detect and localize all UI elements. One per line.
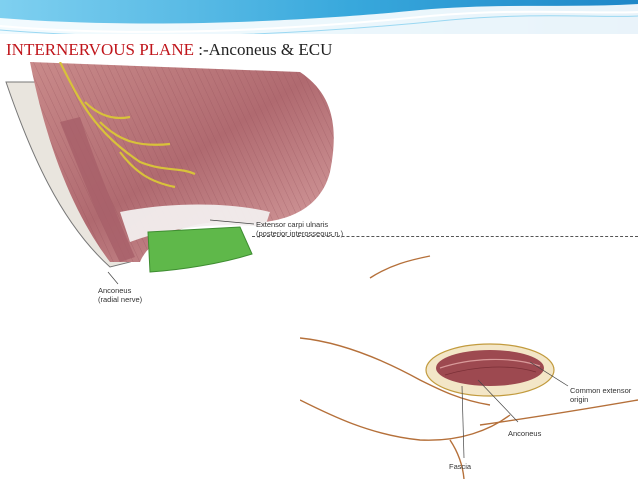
header-banner [0, 0, 638, 40]
radial-nerve-branches [59, 62, 196, 189]
label-fascia: Fascia [449, 462, 472, 471]
title-rest: :-Anconeus & ECU [194, 40, 333, 59]
dashed-divider [252, 236, 638, 237]
label-anconeus: Anconeus [508, 429, 542, 438]
title-highlight: INTERNERVOUS PLANE [6, 40, 194, 59]
slide-title: INTERNERVOUS PLANE :-Anconeus & ECU [6, 40, 332, 60]
exposed-muscle [436, 350, 544, 386]
muscle-illustration-top [5, 62, 334, 285]
incision-illustration-bottom [300, 255, 638, 479]
label-extensor-carpi-ulnaris: Extensor carpi ulnaris(posterior interos… [256, 220, 344, 238]
anconeus-muscle [60, 117, 135, 262]
label-anconeus-radial-nerve: Anconeus(radial nerve) [98, 286, 143, 304]
green-fascia-flap [147, 226, 253, 273]
